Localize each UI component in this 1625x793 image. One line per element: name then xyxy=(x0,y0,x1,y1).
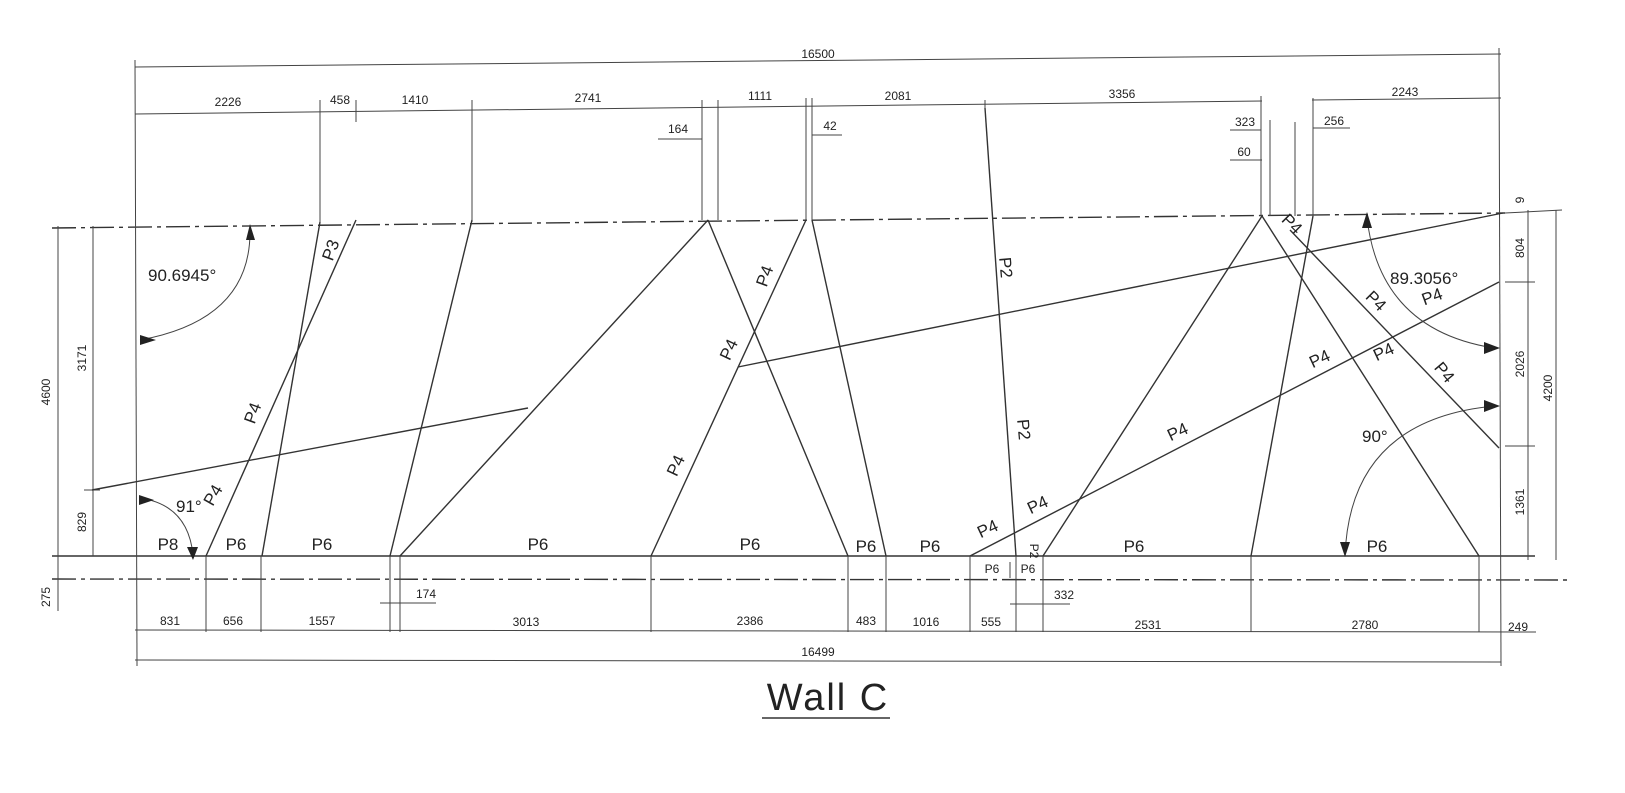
panel-label-p6-f: P6 xyxy=(920,537,941,556)
panel-label-p3: P3 xyxy=(318,237,343,263)
panel-label-p6-a: P6 xyxy=(226,535,247,554)
angle-marker-8 xyxy=(1340,542,1350,557)
bottom-small-dim-332: 332 xyxy=(1054,588,1074,602)
left-dim-total: 4600 xyxy=(39,378,53,405)
drawing-title: Wall C xyxy=(762,677,890,719)
top-dim-6: 2081 xyxy=(885,89,912,103)
right-dim-total: 4200 xyxy=(1541,374,1555,401)
panel-label-p6-c: P6 xyxy=(528,535,549,554)
bottom-dim-4: 3013 xyxy=(513,615,540,629)
panel-label-p4-i: P4 xyxy=(1306,346,1333,372)
panel-label-p4-d: P4 xyxy=(716,336,742,363)
panel-label-p6-d: P6 xyxy=(740,535,761,554)
bottom-dim-3: 1557 xyxy=(309,614,336,628)
angle-arcs: 90.6945° 91° 89.3056° 90° xyxy=(139,212,1500,560)
panel-label-p4-e: P4 xyxy=(663,452,689,479)
wall-outline xyxy=(51,47,1571,667)
bottom-dim-11: 249 xyxy=(1508,620,1528,634)
panel-label-p4-n: P4 xyxy=(974,516,1001,542)
panel-label-p6-j: P6 xyxy=(1021,562,1036,576)
angle-label-1: 90.6945° xyxy=(148,266,216,285)
top-dim-2: 458 xyxy=(330,93,350,107)
left-dimensions: 4600 3171 829 275 xyxy=(39,226,100,611)
panel-label-p2-c: P2 xyxy=(1027,544,1041,559)
right-dim-1361: 1361 xyxy=(1513,488,1527,515)
bottom-small-dim-174: 174 xyxy=(416,587,436,601)
angle-marker-4 xyxy=(187,547,198,560)
top-dim-7: 3356 xyxy=(1109,87,1136,101)
top-small-dim-42: 42 xyxy=(823,119,837,133)
panel-label-p8: P8 xyxy=(158,535,179,554)
panel-label-p4-c: P4 xyxy=(752,263,777,289)
bottom-dimensions: 831 656 1557 3013 2386 483 1016 555 2531… xyxy=(134,556,1537,663)
angle-label-2: 91° xyxy=(176,497,202,516)
right-dim-9: 9 xyxy=(1513,196,1527,203)
panel-label-p4-l: P4 xyxy=(1164,419,1191,445)
left-dim-lower: 829 xyxy=(75,512,89,532)
left-dim-base: 275 xyxy=(39,587,53,607)
angle-marker-7 xyxy=(1484,400,1500,412)
top-small-dim-256: 256 xyxy=(1324,114,1344,128)
panel-label-p4-j: P4 xyxy=(1370,339,1397,365)
angle-marker-6 xyxy=(1484,342,1500,354)
panel-label-p2-a: P2 xyxy=(995,256,1016,278)
top-dim-5: 1111 xyxy=(748,89,772,103)
bottom-dim-10: 2780 xyxy=(1352,618,1379,632)
right-dimensions: 9 804 2026 1361 4200 xyxy=(1504,196,1563,560)
panel-labels: P3 P4 P4 P4 P4 P4 P4 P4 P4 P4 P4 P4 P4 P… xyxy=(158,210,1459,576)
panel-label-p4-h: P4 xyxy=(1419,284,1445,309)
top-segment-dimensions: 2226 458 1410 2741 1111 2081 3356 2243 1… xyxy=(134,85,1502,222)
bottom-dim-7: 1016 xyxy=(913,615,940,629)
wall-title: Wall C xyxy=(767,677,889,719)
panel-label-p4-m: P4 xyxy=(1024,492,1051,518)
top-small-dim-323: 323 xyxy=(1235,115,1255,129)
bottom-dim-2: 656 xyxy=(223,614,243,628)
bottom-dim-1: 831 xyxy=(160,614,180,628)
top-dim-3: 1410 xyxy=(402,93,429,107)
angle-marker-1 xyxy=(246,224,255,240)
panel-label-p2-b: P2 xyxy=(1013,418,1034,440)
panel-label-p4-f: P4 xyxy=(1278,210,1306,238)
bottom-dim-6: 483 xyxy=(856,614,876,628)
angle-marker-5 xyxy=(1362,212,1372,228)
angle-marker-3 xyxy=(139,495,154,505)
panel-label-p4-k: P4 xyxy=(1430,358,1458,386)
panel-label-p4-g: P4 xyxy=(1362,287,1390,315)
angle-marker-2 xyxy=(140,335,156,345)
angle-label-3: 89.3056° xyxy=(1390,269,1458,288)
angle-label-4: 90° xyxy=(1362,427,1388,446)
top-dim-1: 2226 xyxy=(215,95,242,109)
bottom-dim-9: 2531 xyxy=(1135,618,1162,632)
top-overall-dimension: 16500 xyxy=(134,47,1502,68)
panel-label-p4-b: P4 xyxy=(200,481,227,509)
bottom-dim-5: 2386 xyxy=(737,614,764,628)
top-dim-4: 2741 xyxy=(575,91,602,105)
panel-label-p6-i: P6 xyxy=(985,562,1000,576)
bottom-dim-8: 555 xyxy=(981,615,1001,629)
left-dim-upper: 3171 xyxy=(75,344,89,371)
right-dim-804: 804 xyxy=(1513,238,1527,258)
panel-label-p4-a: P4 xyxy=(240,400,265,426)
top-dim-8: 2243 xyxy=(1392,85,1419,99)
top-small-dim-60: 60 xyxy=(1237,145,1251,159)
panel-joint-lines xyxy=(91,107,1504,578)
panel-label-p6-g: P6 xyxy=(1124,537,1145,556)
overall-top-dim: 16500 xyxy=(801,47,835,61)
overall-bottom-dim: 16499 xyxy=(801,645,835,659)
panel-label-p6-b: P6 xyxy=(312,535,333,554)
panel-label-p6-h: P6 xyxy=(1367,537,1388,556)
right-dim-2026: 2026 xyxy=(1513,350,1527,377)
panel-label-p6-e: P6 xyxy=(856,537,877,556)
top-small-dim-164: 164 xyxy=(668,122,688,136)
